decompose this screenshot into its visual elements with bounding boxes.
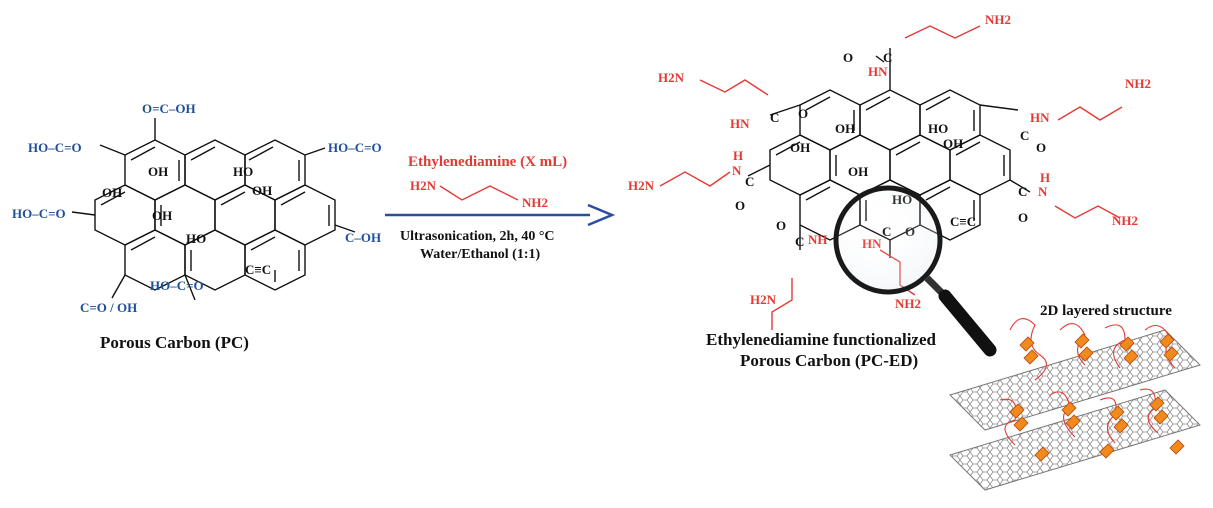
reagent-label: Ethylenediamine (X mL): [408, 154, 567, 170]
eda-nh2: NH2: [522, 195, 548, 210]
amine-nh2-3: NH2: [1125, 76, 1151, 91]
pced-oh-2: OH: [790, 140, 810, 155]
ethylenediamine-structure: H2N NH2: [410, 178, 548, 210]
reaction-arrow: [385, 203, 616, 227]
amide-o-6: O: [776, 218, 786, 233]
amine-h2n-4: H2N: [628, 178, 655, 193]
magnifier-icon: [833, 185, 997, 357]
amine-n-4: N: [732, 163, 742, 178]
layered-structure-illustration: [949, 318, 1201, 491]
amine-nh2-1: NH2: [985, 12, 1011, 27]
pc-ed-caption-1: Ethylenediamine functionalized: [706, 330, 937, 349]
amine-h-4: H: [733, 148, 743, 163]
pced-oh-3: OH: [943, 136, 963, 151]
pc-cooh-l: HO–C=O: [12, 206, 66, 221]
pc-oh-1: OH: [148, 164, 168, 179]
amide-o-1: O: [843, 50, 853, 65]
amine-hn-2: HN: [730, 116, 750, 131]
pc-alkyne: C≡C: [245, 262, 271, 277]
eda-h2n: H2N: [410, 178, 437, 193]
pc-cooh-r: C–OH: [345, 230, 381, 245]
amide-c-1: C: [883, 50, 892, 65]
amine-nh2-5: NH2: [1112, 213, 1138, 228]
pced-ho-1: HO: [928, 121, 948, 136]
amide-c-6: C: [795, 234, 804, 249]
amide-c-3: C: [1020, 128, 1029, 143]
amine-hn-1: HN: [868, 64, 888, 79]
pc-oh-2: OH: [102, 185, 122, 200]
amide-c-2: C: [770, 110, 779, 125]
amine-nh2-7: NH2: [895, 296, 921, 311]
amine-n-5: N: [1038, 184, 1048, 199]
pc-ho-1: HO: [233, 164, 253, 179]
pc-cooh-ur: HO–C=O: [328, 140, 382, 155]
pc-oh-4: OH: [152, 208, 172, 223]
porous-carbon-structure: [71, 118, 356, 301]
pc-cooh-top: O=C–OH: [142, 101, 196, 116]
amide-c-5: C: [1018, 184, 1027, 199]
porous-carbon-groups: O=C–OH HO–C=O HO–C=O HO–C=O C–OH C=O / O…: [12, 101, 382, 315]
amine-nh-6: NH: [808, 232, 828, 247]
amide-o-3: O: [1036, 140, 1046, 155]
amide-o-5: O: [1018, 210, 1028, 225]
amine-hn-3: HN: [1030, 110, 1050, 125]
amine-h2n-6: H2N: [750, 292, 777, 307]
conditions-line-2: Water/Ethanol (1:1): [420, 247, 540, 262]
inset-title: 2D layered structure: [1040, 303, 1172, 319]
amide-c-4: C: [745, 174, 754, 189]
amide-o-2: O: [798, 106, 808, 121]
pc-cooh-ul: HO–C=O: [28, 140, 82, 155]
pc-ho-2: HO: [186, 231, 206, 246]
pc-cooh-bl: C=O / OH: [80, 300, 137, 315]
conditions-line-1: Ultrasonication, 2h, 40 °C: [400, 229, 555, 244]
pced-oh-1: OH: [835, 121, 855, 136]
pc-cooh-bc: HO–C=O: [150, 278, 204, 293]
pced-alkyne: C≡C: [950, 214, 976, 229]
amine-h2n-2: H2N: [658, 70, 685, 85]
porous-carbon-hydroxyls: OH HO OH OH OH HO C≡C: [102, 164, 272, 277]
amide-o-4: O: [735, 198, 745, 213]
pced-oh-4: OH: [848, 164, 868, 179]
pc-caption: Porous Carbon (PC): [100, 333, 249, 352]
amine-h-5: H: [1040, 170, 1050, 185]
pc-ed-caption-2: Porous Carbon (PC-ED): [740, 351, 918, 370]
pc-oh-3: OH: [252, 183, 272, 198]
